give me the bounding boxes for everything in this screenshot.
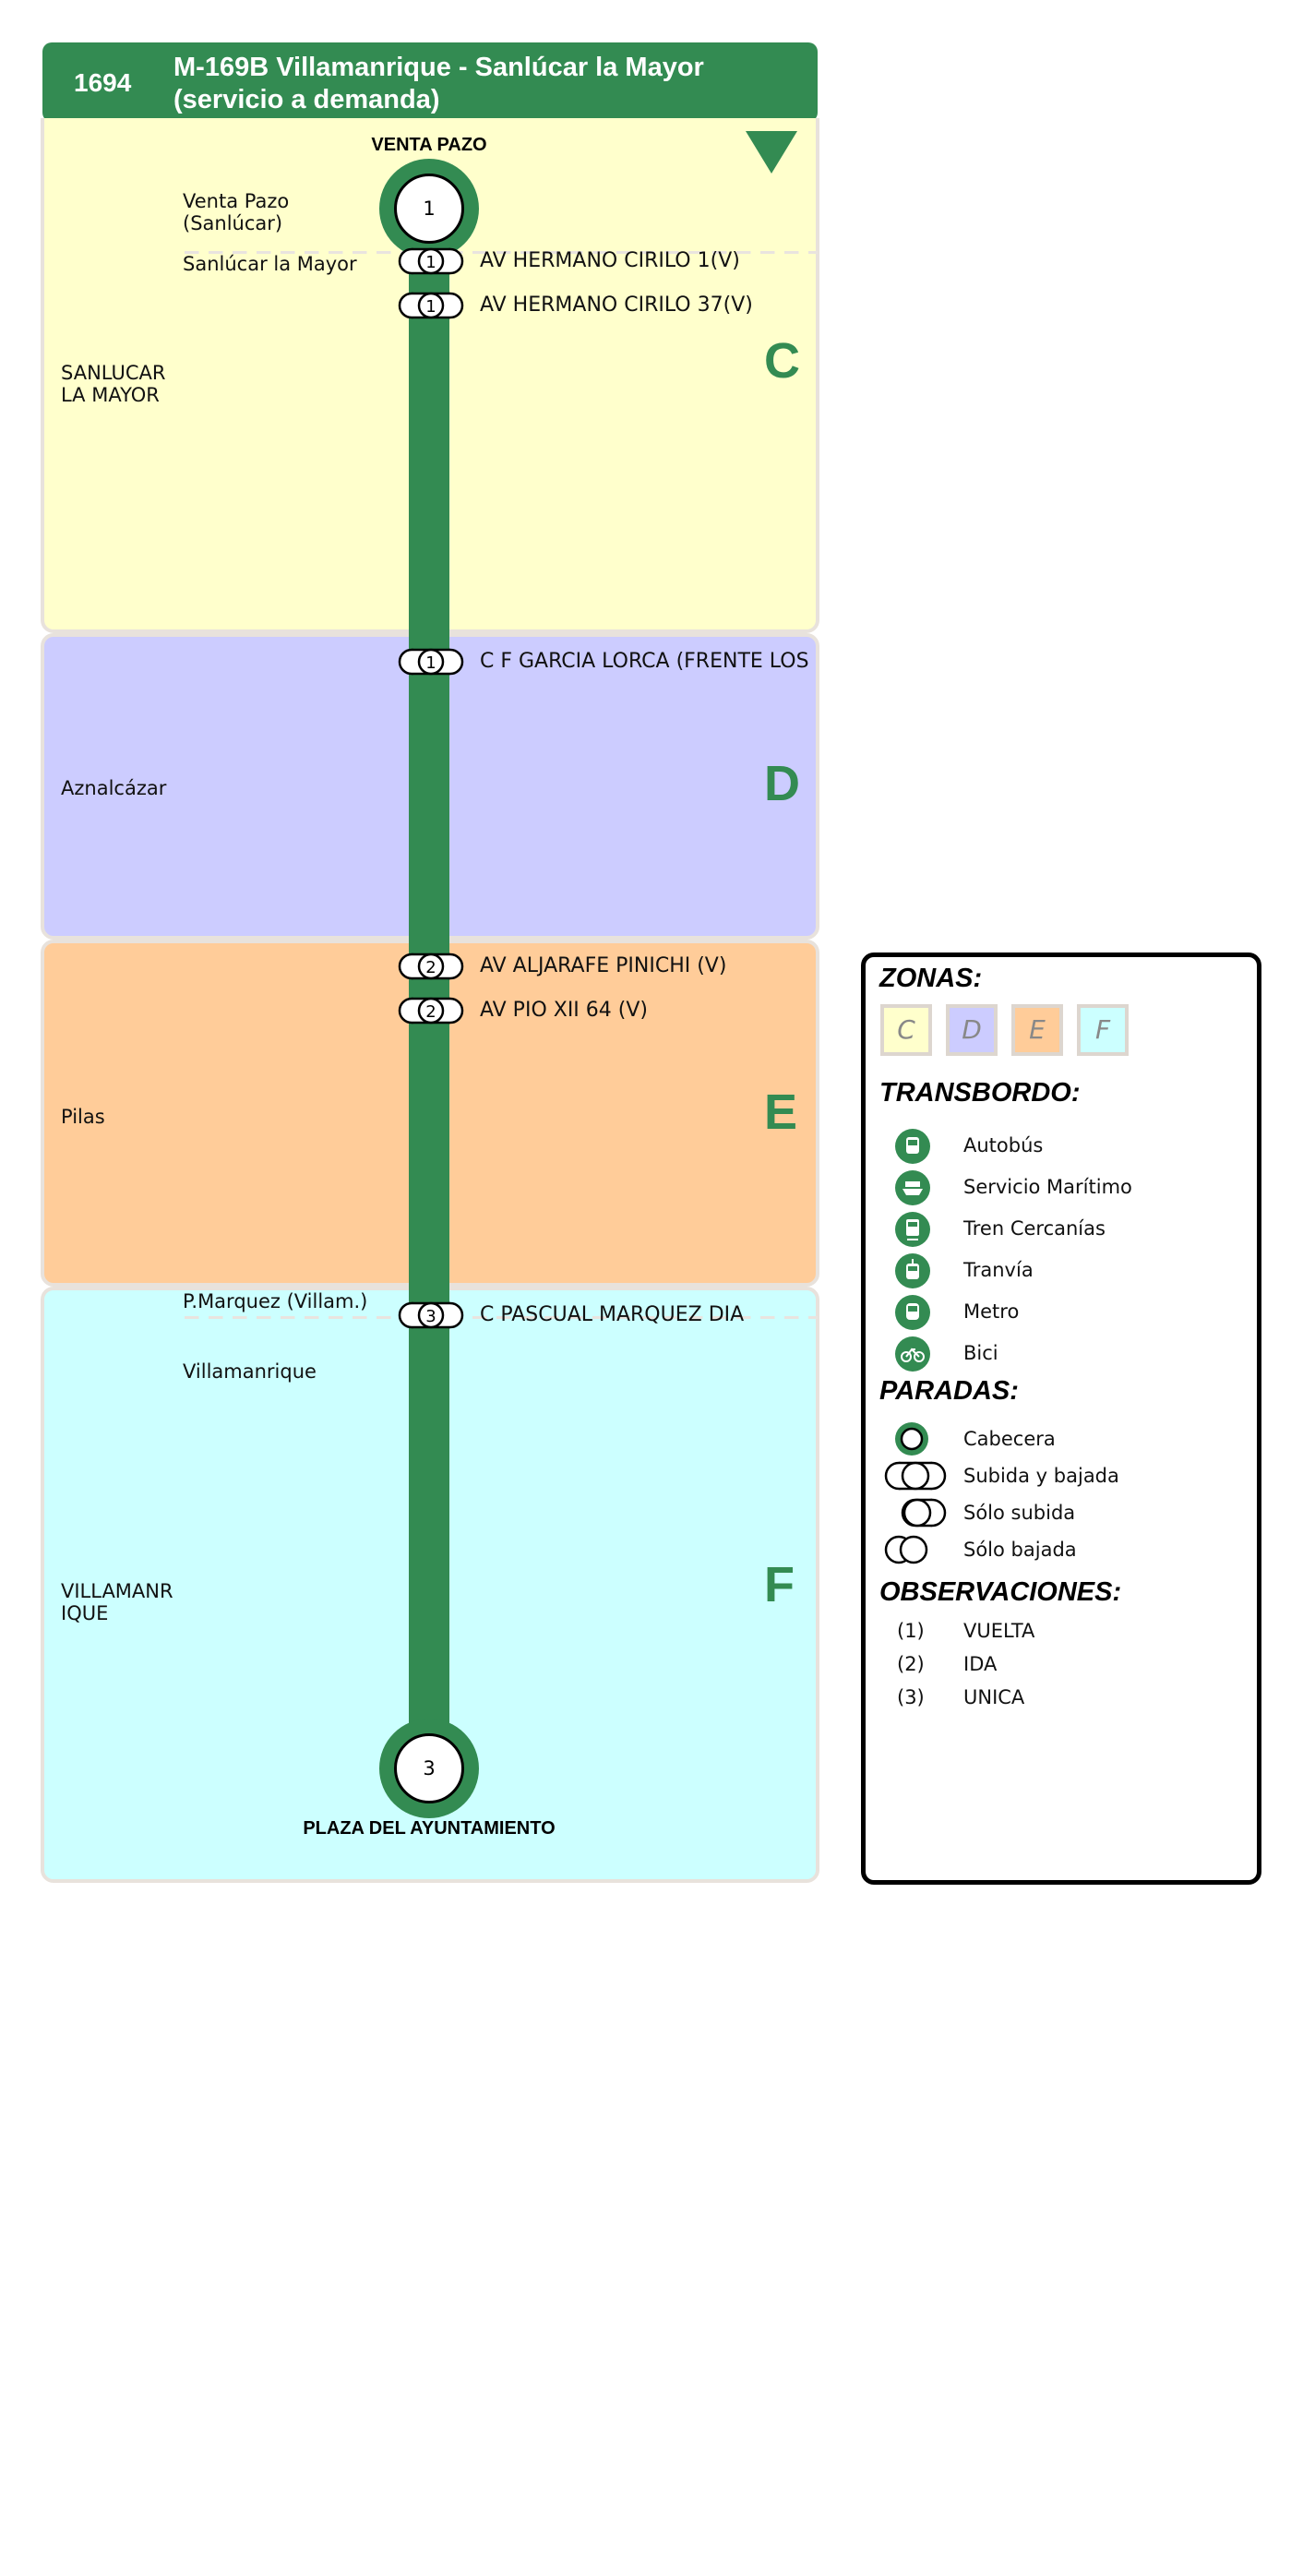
legend-zone-e: E (1011, 1004, 1063, 1056)
legend-zone-f: F (1077, 1004, 1129, 1056)
route-title-line1: M-169B Villamanrique - Sanlúcar la Mayor (173, 53, 704, 82)
end-terminal-stop: 3 (379, 1719, 479, 1818)
locality-label: P.Marquez (Villam.) (183, 1290, 368, 1312)
zone-letter: D (764, 756, 800, 811)
legend-label: Sólo subida (963, 1502, 1076, 1524)
stop-note: 1 (425, 253, 436, 272)
stop-note: 3 (425, 1307, 436, 1326)
stop-note: 1 (425, 653, 436, 673)
locality-label: Venta Pazo (Sanlúcar) (183, 190, 290, 234)
paradas-title: PARADAS: (879, 1376, 1019, 1406)
municipality-label: Pilas (61, 1106, 105, 1128)
stop-name: AV HERMANO CIRILO 1(V) (480, 249, 740, 272)
triangle-down-icon (746, 131, 797, 174)
start-terminal-stop: 1 (379, 159, 479, 258)
observaciones-title: OBSERVACIONES: (879, 1577, 1122, 1607)
route-title: M-169B Villamanrique - Sanlúcar la Mayor… (173, 52, 704, 116)
zone-letter: C (764, 333, 800, 389)
board-alight-stop-icon: 3 (398, 1301, 464, 1329)
transbordo-title: TRANSBORDO: (879, 1078, 1081, 1108)
route-title-line2: (servicio a demanda) (173, 85, 440, 114)
legend-panel: ZONAS: C D E F TRANSBORDO: Autobús Servi… (861, 953, 1261, 1885)
zone-letter: F (764, 1557, 795, 1612)
observation-code: (1) (897, 1620, 925, 1642)
bus-icon (895, 1129, 930, 1164)
legend-label: Servicio Marítimo (963, 1176, 1132, 1198)
zonas-title: ZONAS: (879, 964, 983, 993)
legend-zone-c: C (880, 1004, 932, 1056)
legend-label: Tranvía (963, 1259, 1034, 1281)
legend-label: Metro (963, 1300, 1020, 1323)
line-header: 1694 M-169B Villamanrique - Sanlúcar la … (42, 42, 818, 122)
stop-name: C F GARCIA LORCA (FRENTE LOS (480, 650, 809, 673)
ferry-icon (895, 1170, 930, 1205)
board-alight-icon (884, 1461, 947, 1491)
line-number: 1694 (74, 68, 132, 97)
metro-icon (895, 1295, 930, 1330)
observation-label: IDA (963, 1653, 998, 1675)
legend-label: Subida y bajada (963, 1465, 1119, 1487)
board-alight-stop-icon: 2 (398, 953, 464, 980)
stop-name: C PASCUAL MARQUEZ DIA (480, 1303, 745, 1326)
board-only-icon (901, 1498, 947, 1528)
stop-note: 1 (425, 297, 436, 317)
start-terminal-name: VENTA PAZO (371, 135, 487, 155)
stop-note: 2 (425, 1002, 436, 1022)
legend-label: Sólo bajada (963, 1539, 1077, 1561)
alight-only-icon (884, 1535, 928, 1564)
locality-label: Sanlúcar la Mayor (183, 253, 357, 275)
train-icon (895, 1212, 930, 1247)
start-terminal-note: 1 (394, 174, 464, 244)
municipality-label: SANLUCAR LA MAYOR (61, 362, 166, 406)
tram-icon (895, 1253, 930, 1288)
board-alight-stop-icon: 1 (398, 247, 464, 275)
board-alight-stop-icon: 2 (398, 997, 464, 1024)
observation-label: VUELTA (963, 1620, 1035, 1642)
municipality-label: Aznalcázar (61, 777, 167, 799)
legend-label: Bici (963, 1342, 998, 1364)
legend-label: Autobús (963, 1134, 1044, 1156)
board-alight-stop-icon: 1 (398, 292, 464, 319)
observation-code: (3) (897, 1686, 925, 1708)
observation-label: UNICA (963, 1686, 1025, 1708)
bike-icon (895, 1336, 930, 1372)
legend-label: Cabecera (963, 1428, 1056, 1450)
end-terminal-note: 3 (394, 1733, 464, 1803)
municipality-label: VILLAMANR IQUE (61, 1580, 173, 1624)
zone-letter: E (764, 1084, 798, 1140)
observation-code: (2) (897, 1653, 925, 1675)
stop-note: 2 (425, 958, 436, 977)
locality-label: Villamanrique (183, 1360, 317, 1383)
head-stop-icon (895, 1422, 928, 1456)
stop-name: AV HERMANO CIRILO 37(V) (480, 294, 753, 317)
stop-name: AV ALJARAFE PINICHI (V) (480, 954, 727, 977)
board-alight-stop-icon: 1 (398, 648, 464, 676)
stop-name: AV PIO XII 64 (V) (480, 999, 648, 1022)
locality-separator (185, 1316, 818, 1319)
legend-zone-d: D (946, 1004, 998, 1056)
end-terminal-name: PLAZA DEL AYUNTAMIENTO (303, 1818, 556, 1839)
locality-separator (185, 251, 818, 254)
legend-label: Tren Cercanías (963, 1217, 1106, 1240)
